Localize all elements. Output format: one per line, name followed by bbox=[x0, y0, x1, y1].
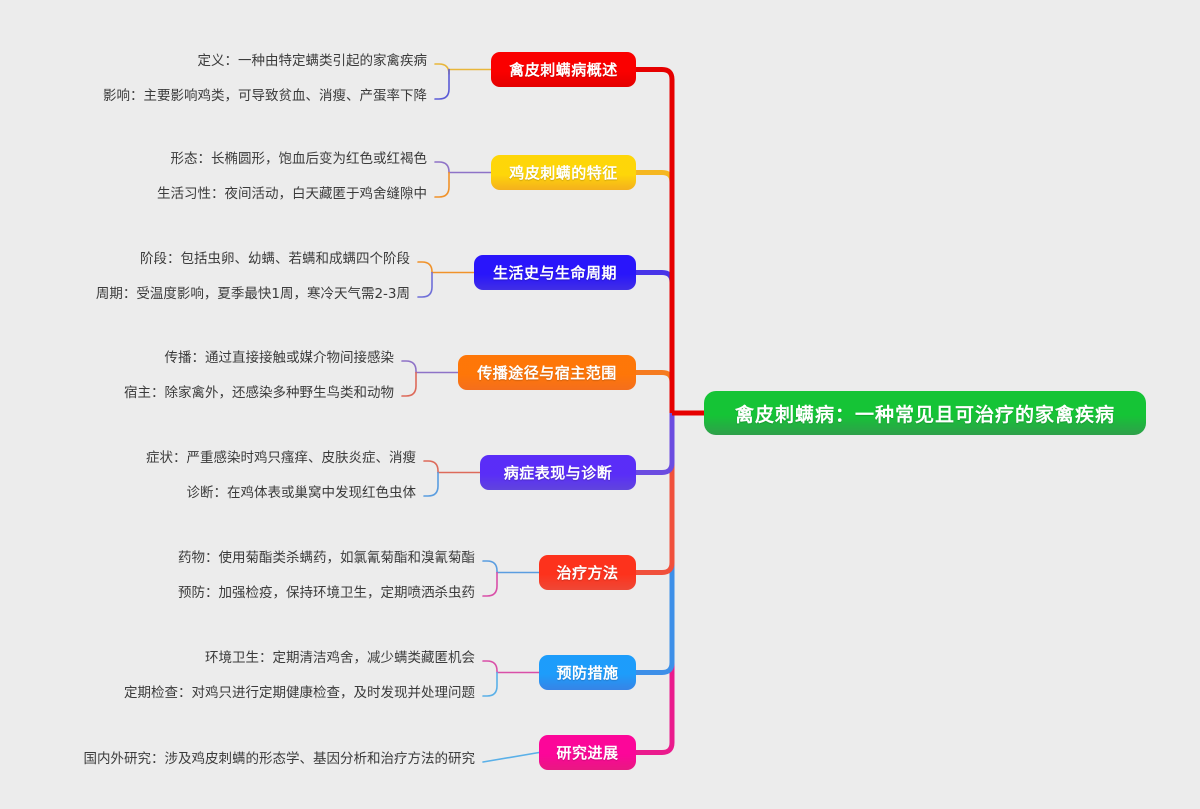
leaf-label: 影响：主要影响鸡类，可导致贫血、消瘦、产蛋率下降 bbox=[103, 88, 427, 104]
leaf-label: 诊断：在鸡体表或巢窝中发现红色虫体 bbox=[186, 485, 417, 501]
trunk-segment-prevention bbox=[636, 413, 675, 675]
trunk-segment-characteristics bbox=[636, 170, 675, 413]
leaf-label: 周期：受温度影响，夏季最快1周，寒冷天气需2-3周 bbox=[95, 286, 410, 302]
trunk-segment-transmission bbox=[636, 370, 675, 413]
leaf-connector bbox=[482, 560, 498, 574]
branch-node-treatment[interactable]: 治疗方法 bbox=[539, 555, 636, 590]
leaf-label: 生活习性：夜间活动，白天藏匿于鸡舍缝隙中 bbox=[157, 186, 427, 202]
branch-node-prevention[interactable]: 预防措施 bbox=[539, 655, 636, 690]
leaf-label: 定义：一种由特定螨类引起的家禽疾病 bbox=[197, 53, 428, 69]
leaf-label: 预防：加强检疫，保持环境卫生，定期喷洒杀虫药 bbox=[178, 585, 475, 601]
leaf-connector bbox=[482, 660, 498, 674]
leaf-label: 宿主：除家禽外，还感染多种野生鸟类和动物 bbox=[124, 385, 394, 401]
leaf-connector bbox=[401, 371, 417, 397]
trunk-segment-treatment bbox=[636, 413, 675, 575]
leaf-connector bbox=[417, 271, 433, 298]
leaf-connector bbox=[482, 571, 498, 597]
leaf-connector bbox=[434, 171, 450, 198]
leaf-connector bbox=[423, 460, 439, 474]
leaf-label: 症状：严重感染时鸡只瘙痒、皮肤炎症、消瘦 bbox=[146, 450, 416, 466]
leaf-connector bbox=[434, 161, 450, 174]
leaf-label: 定期检查：对鸡只进行定期健康检查，及时发现并处理问题 bbox=[124, 685, 475, 701]
branch-node-research[interactable]: 研究进展 bbox=[539, 735, 636, 770]
leaf-label: 环境卫生：定期清洁鸡舍，减少螨类藏匿机会 bbox=[205, 650, 475, 666]
branch-node-overview[interactable]: 禽皮刺螨病概述 bbox=[491, 52, 636, 87]
leaf-label: 阶段：包括虫卵、幼螨、若螨和成螨四个阶段 bbox=[140, 251, 410, 267]
leaf-label: 药物：使用菊酯类杀螨药，如氯氰菊酯和溴氰菊酯 bbox=[178, 550, 475, 566]
leaf-connector bbox=[417, 261, 433, 274]
leaf-connector bbox=[434, 68, 450, 100]
leaf-connector bbox=[401, 360, 417, 374]
trunk-segment-overview bbox=[636, 67, 675, 413]
leaf-connector bbox=[482, 671, 498, 697]
leaf-label: 形态：长椭圆形，饱血后变为红色或红褐色 bbox=[170, 151, 428, 167]
leaf-connector bbox=[423, 471, 439, 497]
leaf-label: 传播：通过直接接触或媒介物间接感染 bbox=[164, 350, 395, 366]
root-node[interactable]: 禽皮刺螨病：一种常见且可治疗的家禽疾病 bbox=[704, 391, 1146, 435]
trunk-segment-symptoms bbox=[636, 413, 675, 475]
leaf-connector bbox=[434, 63, 450, 75]
trunk-segment-lifecycle bbox=[636, 270, 675, 413]
branch-node-transmission[interactable]: 传播途径与宿主范围 bbox=[458, 355, 636, 390]
branch-node-lifecycle[interactable]: 生活史与生命周期 bbox=[474, 255, 636, 290]
trunk-segment-research bbox=[636, 413, 675, 755]
branch-node-characteristics[interactable]: 鸡皮刺螨的特征 bbox=[491, 155, 636, 190]
leaf-connector bbox=[482, 751, 540, 763]
leaf-label: 国内外研究：涉及鸡皮刺螨的形态学、基因分析和治疗方法的研究 bbox=[83, 751, 476, 767]
branch-node-symptoms[interactable]: 病症表现与诊断 bbox=[480, 455, 636, 490]
